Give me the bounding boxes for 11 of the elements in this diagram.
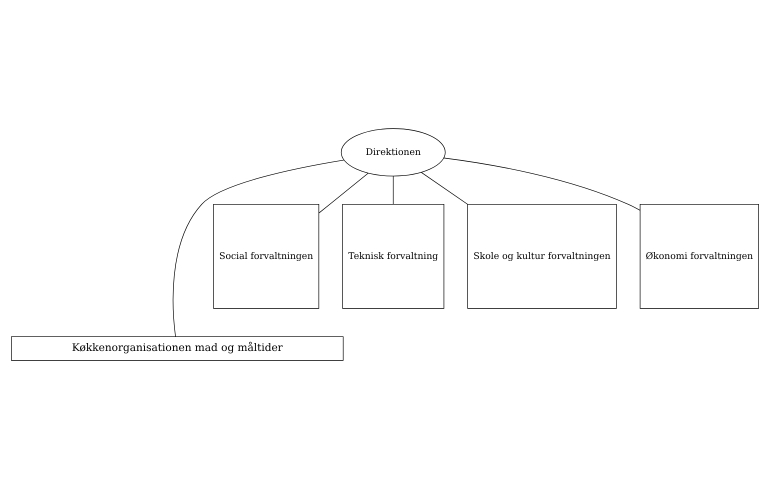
node-box: Skole og kultur forvaltningen	[467, 204, 617, 308]
connector	[172, 159, 344, 336]
connector	[318, 172, 368, 213]
connector	[444, 157, 640, 210]
connector	[392, 175, 394, 204]
node-box: Økonomi forvaltningen	[640, 204, 759, 308]
node-box: Social forvaltningen	[213, 204, 320, 308]
node-ellipse: Direktionen	[340, 128, 446, 176]
node-box: Køkkenorganisationen mad og måltider	[11, 336, 344, 360]
node-box: Teknisk forvaltning	[342, 204, 444, 308]
connector	[421, 172, 468, 204]
